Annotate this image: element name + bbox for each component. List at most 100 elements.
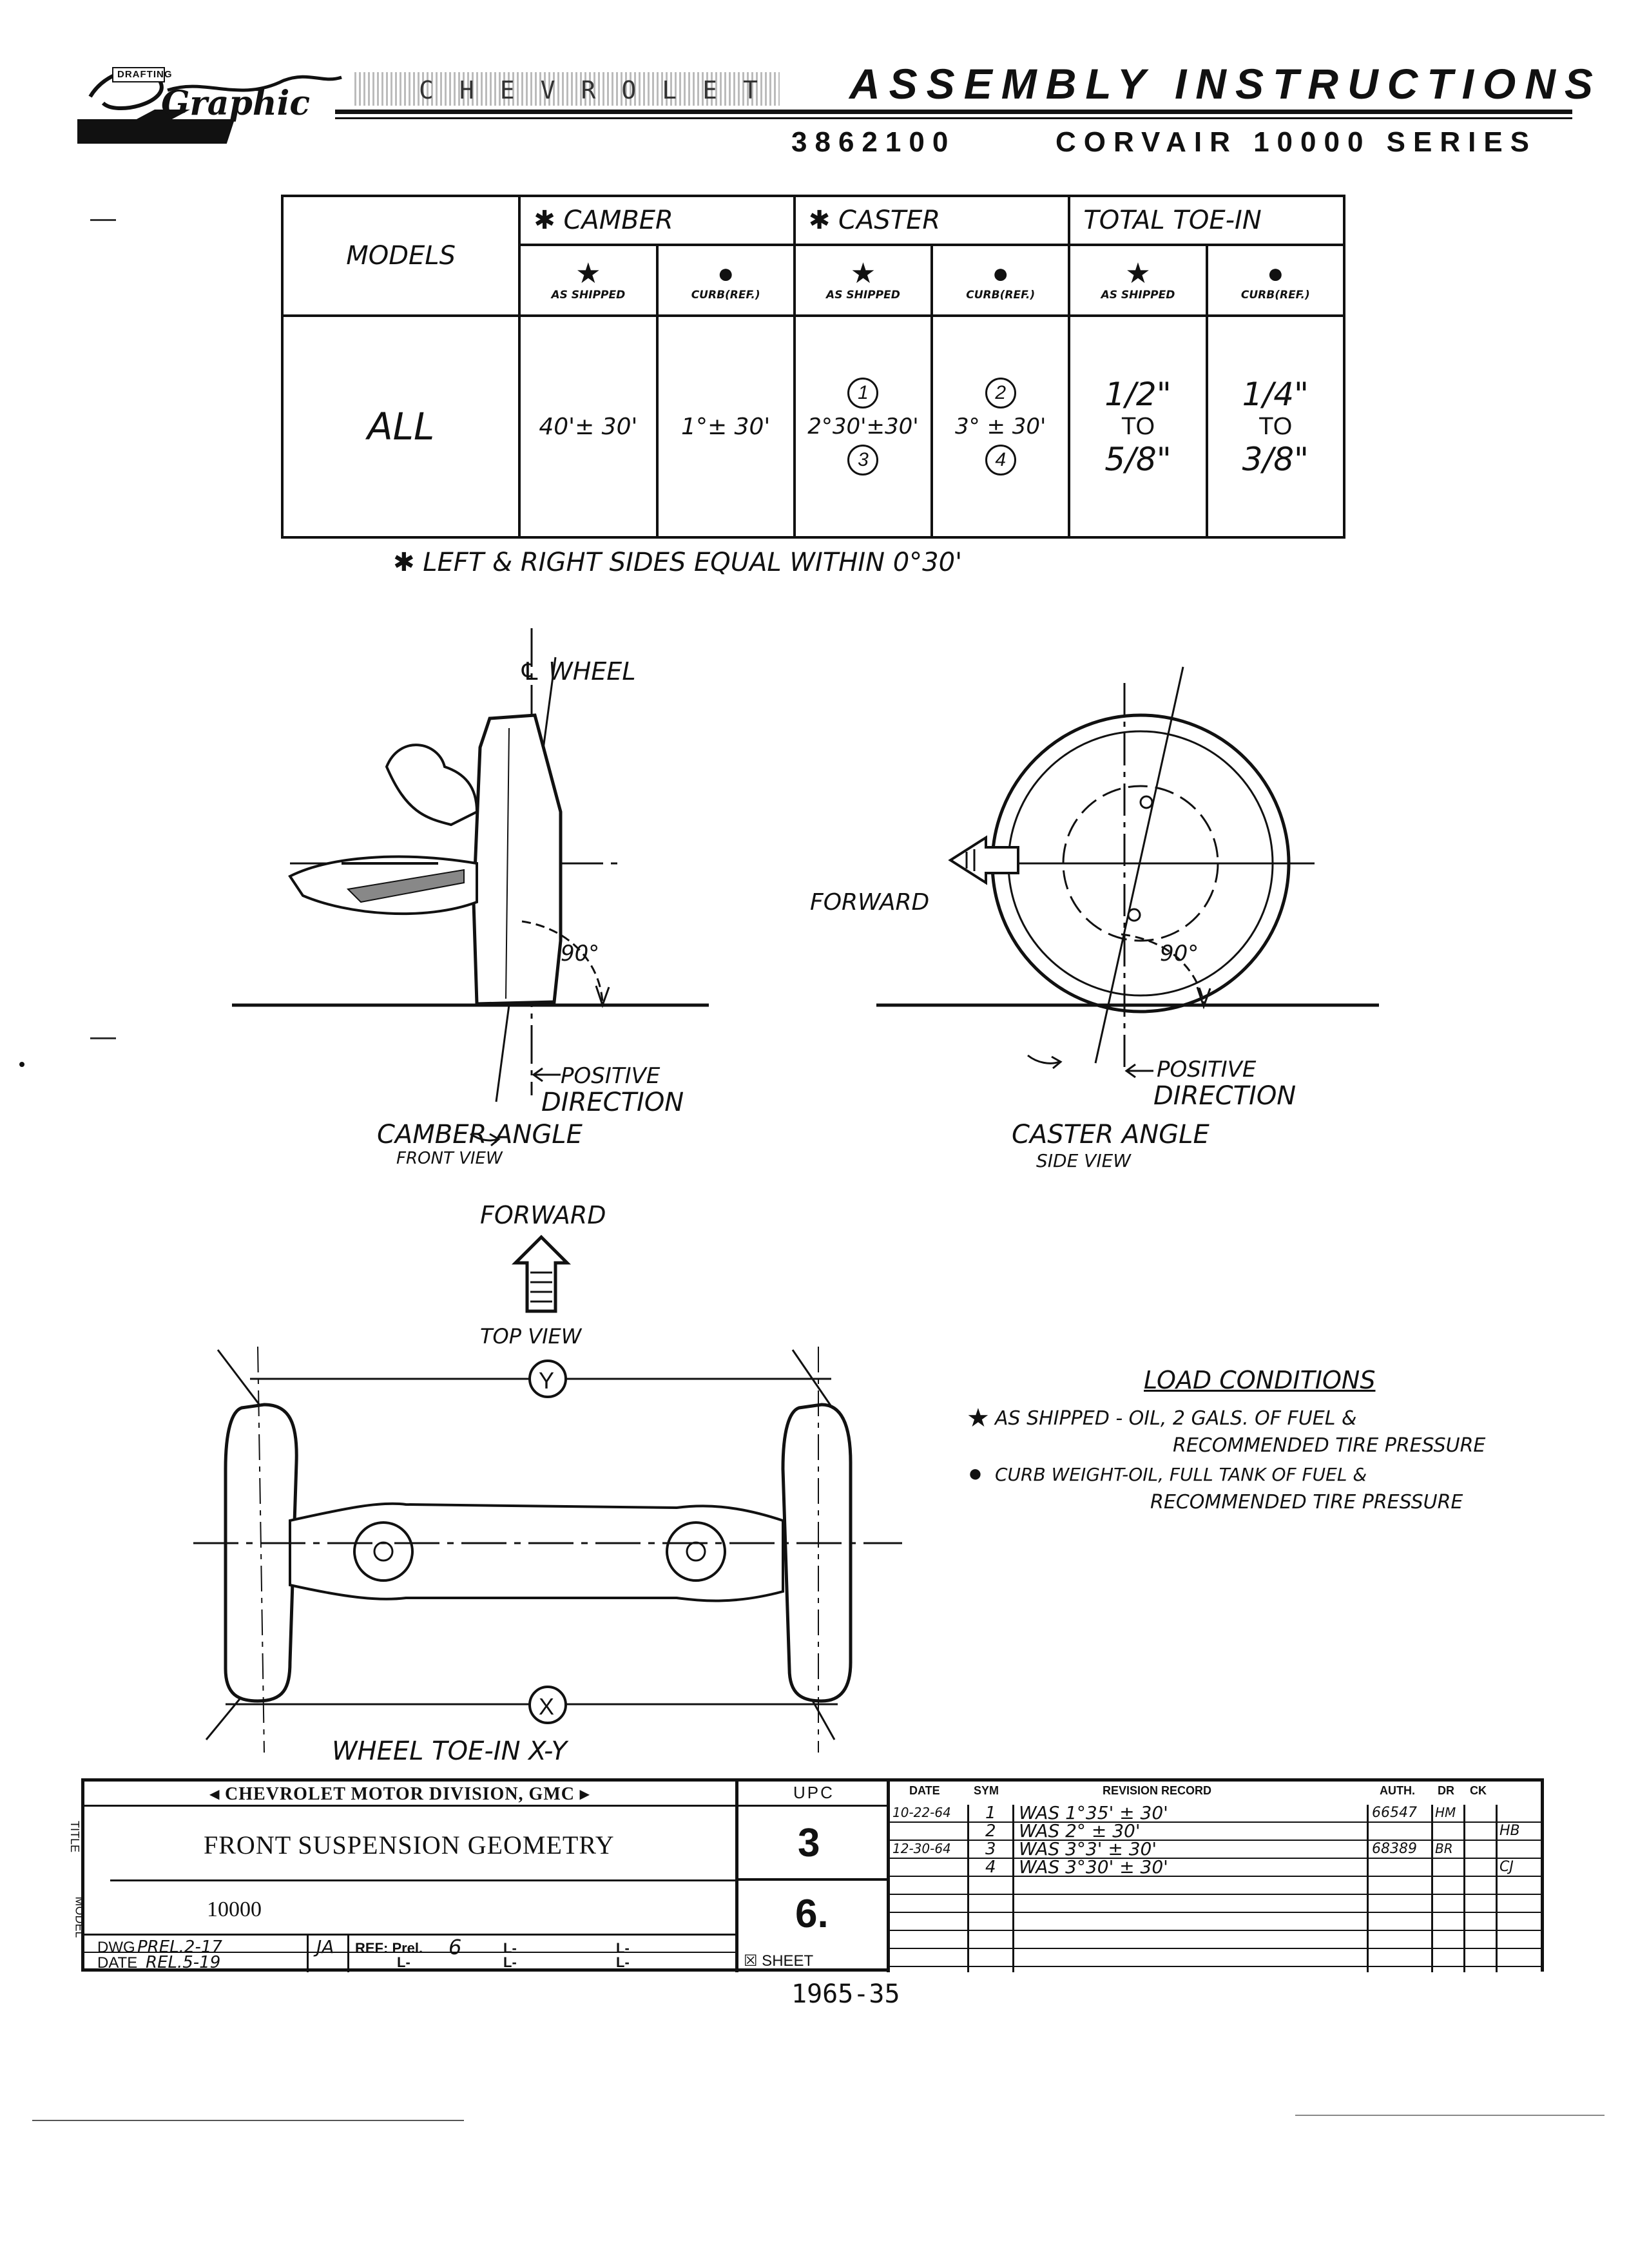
camber-group-label: ✱ CAMBER [534,206,673,235]
camber-positive-label: POSITIVE [561,1063,660,1089]
caster-curb-label: CURB(REF.) [966,289,1036,302]
toe-shipped-header: ★ AS SHIPPED [1068,244,1208,317]
toe-shipped-label: AS SHIPPED [1101,289,1175,302]
load-curb-line-1: CURB WEIGHT-OIL, FULL TANK OF FUEL & [995,1464,1367,1485]
revision-note-4: 4 [985,445,1016,476]
models-label: MODELS [346,241,456,271]
dwg-col-2 [347,1934,349,1972]
logo-brand-strip: CHEVROLET [354,72,780,106]
upc-rule [738,1805,890,1807]
logo-script-text: Graphic [161,84,311,123]
ref-value: 6 [448,1935,462,1959]
dot-icon: ● [992,258,1009,289]
model-number: 10000 [207,1898,262,1921]
toe-curb-from: 1/4" [1242,375,1309,413]
rev-dr: BR [1435,1841,1453,1856]
rev-date: 12-30-64 [892,1841,951,1856]
upc-header: UPC [793,1783,834,1802]
load-conditions-title: LOAD CONDITIONS [1144,1366,1376,1394]
top-view-label: TOP VIEW [480,1324,582,1349]
camber-shipped-value: 40'± 30' [539,413,638,440]
margin-dash [90,1037,116,1039]
drawing-title: FRONT SUSPENSION GEOMETRY [204,1831,615,1860]
rev-record: WAS 1°35' ± 30' [1019,1802,1168,1823]
revision-note-1: 1 [847,378,879,408]
header: DRAFTING Graphic CHEVROLET ASSEMBLY INST… [0,0,1629,221]
l-mark: L- [397,1954,410,1970]
rev-sym: 2 [985,1821,996,1841]
title-side-label: TITLE [68,1820,82,1853]
x-marker: X [539,1693,555,1720]
margin-dot [19,1062,24,1067]
rev-header-dr: DR [1438,1784,1454,1797]
camber-shipped-header: ★ AS SHIPPED [518,244,659,317]
caster-direction-label: DIRECTION [1153,1081,1296,1111]
footer-rule-left [32,2120,464,2121]
load-shipped-line-1: AS SHIPPED - OIL, 2 GALS. OF FUEL & [995,1407,1357,1430]
toe-axle-drawing [193,1235,902,1753]
star-icon: ★ [1125,258,1151,289]
caster-group-label: ✱ CASTER [808,206,941,235]
dwg-value: PREL.2-17 [137,1937,222,1957]
camber-wheel-drawing [232,628,709,1147]
dwg-initials: JA [316,1936,334,1957]
logo-small-text: DRAFTING [117,69,173,80]
models-header: MODELS [280,195,521,317]
rev-auth: 68389 [1372,1841,1417,1857]
graphic-logo-icon [59,67,342,144]
logo: DRAFTING Graphic [59,58,348,155]
rev-header-ck: CK [1470,1784,1487,1797]
wheel-centerline-label: ℄ WHEEL [519,657,636,686]
toe-curb-cell: 1/4" TO 3/8" [1205,314,1346,539]
toe-forward-label: FORWARD [480,1201,606,1229]
upc-value: 3 [798,1821,820,1865]
rev-grid [890,1805,1541,1972]
rev-date: 10-22-64 [892,1805,951,1820]
model-rule [84,1934,735,1936]
dwg-label: DWG [97,1939,135,1956]
load-curb-line-2: RECOMMENDED TIRE PRESSURE [1150,1491,1463,1514]
toe-group-label: TOTAL TOE-IN [1083,206,1262,235]
series-label: CORVAIR 10000 SERIES [1055,126,1537,158]
camber-diagram: ℄ WHEEL 90° POSITIVE DIRECTION CAMBER AN… [232,619,722,1186]
camber-caption: CAMBER ANGLE [377,1120,583,1149]
star-icon: ★ [967,1404,990,1432]
caster-shipped-value: 2°30'±30' [807,414,919,439]
sheet-label: ☒ SHEET [744,1952,814,1970]
rev-header-auth: AUTH. [1380,1784,1415,1797]
caster-wheel-drawing [876,666,1379,1079]
caster-curb-value: 3° ± 30' [955,414,1046,439]
toe-curb-header: ● CURB(REF.) [1205,244,1346,317]
rev-ck: HB [1499,1823,1520,1839]
toe-shipped-cell: 1/2" TO 5/8" [1068,314,1208,539]
table-row: 2 WAS 2° ± 30' HB [890,1820,1541,1841]
caster-shipped-label: AS SHIPPED [826,289,900,302]
star-icon: ★ [850,258,876,289]
y-marker: Y [539,1367,555,1394]
upc-column: UPC 3 6. ☒ SHEET [735,1782,890,1972]
table-row: 10-22-64 1 WAS 1°35' ± 30' 66547 HM [890,1802,1541,1823]
toe-curb-to: TO [1258,412,1293,440]
rev-auth: 66547 [1372,1805,1417,1821]
camber-curb-value: 1°± 30' [681,413,771,440]
star-icon: ★ [575,258,601,289]
toe-caption: WHEEL TOE-IN X-Y [332,1736,567,1766]
caster-curb-cell: 2 3° ± 30' 4 [930,314,1071,539]
load-shipped-line-2: RECOMMENDED TIRE PRESSURE [1173,1434,1486,1457]
revision-record: DATE SYM REVISION RECORD AUTH. DR CK 10-… [890,1782,1541,1972]
camber-curb-label: CURB(REF.) [691,289,760,302]
rev-dr: HM [1435,1805,1456,1820]
model-value: ALL [367,405,435,448]
dwg-rule [84,1952,735,1953]
rev-ck: CJ [1499,1859,1514,1875]
camber-group-header: ✱ CAMBER [518,195,796,246]
table-row: 4 WAS 3°30' ± 30' CJ [890,1856,1541,1878]
caster-90-label: 90° [1160,941,1199,966]
date-label: DATE [97,1954,138,1972]
camber-direction-label: DIRECTION [541,1088,684,1117]
header-rule [335,110,1572,114]
page-title: ASSEMBLY INSTRUCTIONS [849,60,1602,108]
caster-positive-label: POSITIVE [1157,1057,1257,1082]
upc-mid-rule [738,1878,890,1881]
dot-icon: ● [1267,258,1284,289]
